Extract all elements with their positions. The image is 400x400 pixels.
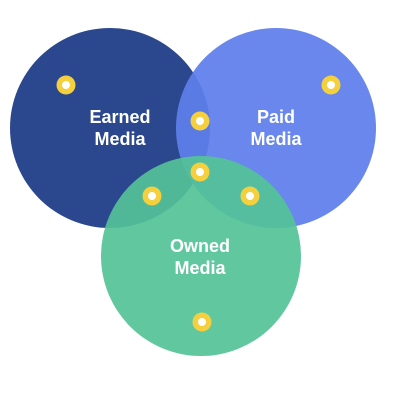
earned-paid-overlap-marker: [190, 111, 210, 131]
owned-media-label-line2: Media: [174, 258, 226, 278]
earned-media-label-line2: Media: [94, 129, 146, 149]
paid-media-label-line2: Media: [250, 129, 302, 149]
owned-only-marker: [192, 312, 212, 332]
owned-media-label-line1: Owned: [170, 236, 230, 256]
earned-media-label-line1: Earned: [89, 107, 150, 127]
owned-media-circle: [101, 156, 301, 356]
earned-owned-overlap-marker: [142, 186, 162, 206]
paid-owned-overlap-marker: [240, 186, 260, 206]
all-three-overlap-marker: [190, 162, 210, 182]
earned-only-marker: [56, 75, 76, 95]
paid-media-label-line1: Paid: [257, 107, 295, 127]
paid-only-marker: [321, 75, 341, 95]
